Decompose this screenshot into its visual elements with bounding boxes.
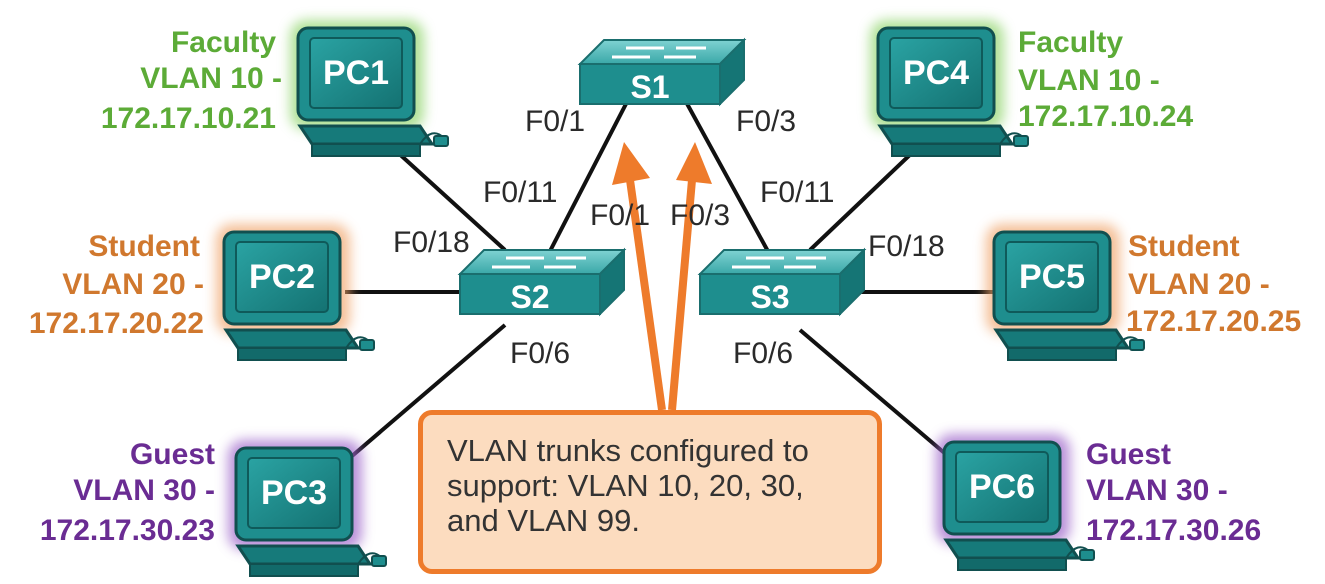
port-s2-f018: F0/18 [393, 226, 470, 259]
link-pc3-s2 [343, 323, 507, 464]
port-s2-f011: F0/11 [483, 176, 558, 209]
trunk-arrows [612, 142, 712, 411]
arrowhead-s1-s2 [612, 142, 650, 185]
pc2-vlan-label: Student VLAN 20 - 172.17.20.22 [29, 230, 204, 340]
trunk-callout-box: VLAN trunks configured to support: VLAN … [418, 410, 882, 574]
pc1-group: Faculty [171, 26, 276, 59]
link-pc6-s3 [798, 328, 957, 464]
switch-s1-label: S1 [630, 69, 669, 105]
pc1-label: PC1 [323, 54, 389, 92]
link-group [343, 99, 1000, 464]
arrow-s1-s2-trunk [626, 179, 666, 411]
pc6[interactable]: PC6 [936, 434, 1096, 572]
pc1-vlan-label: Faculty VLAN 10 - 172.17.10.21 [101, 26, 282, 135]
pc1-ip: 172.17.10.21 [101, 102, 276, 135]
pc2-ip: 172.17.20.22 [29, 307, 204, 340]
switch-s2[interactable]: S2 [458, 248, 626, 316]
pc5-vlan: VLAN 20 - [1128, 268, 1270, 301]
link-pc4-s3 [808, 148, 917, 252]
pc5-label: PC5 [1019, 258, 1085, 296]
pc3-ip: 172.17.30.23 [40, 514, 215, 547]
pc5-ip: 172.17.20.25 [1126, 305, 1301, 338]
pc5[interactable]: PC5 [986, 224, 1146, 362]
port-s3-f06: F0/6 [733, 337, 793, 370]
pc3-vlan: VLAN 30 - [73, 474, 215, 507]
port-arrow-f03: F0/3 [670, 199, 730, 232]
switch-s1[interactable]: S1 [578, 38, 746, 106]
port-s3-f011: F0/11 [760, 176, 835, 209]
pc4-ip: 172.17.10.24 [1018, 100, 1193, 133]
pc3-vlan-label: Guest VLAN 30 - 172.17.30.23 [40, 438, 215, 547]
pc4[interactable]: PC4 [870, 20, 1030, 158]
port-s2-f06: F0/6 [510, 337, 570, 370]
pc3-label: PC3 [261, 474, 327, 512]
pc6-label: PC6 [969, 468, 1035, 506]
pc2[interactable]: PC2 [216, 224, 376, 362]
link-pc1-s2 [393, 148, 507, 252]
pc2-group: Student [88, 230, 200, 263]
pc1-vlan: VLAN 10 - [140, 62, 282, 95]
pc1[interactable]: PC1 [290, 20, 450, 158]
pc5-group: Student [1128, 230, 1240, 263]
pc6-group: Guest [1086, 438, 1171, 471]
pc6-vlan: VLAN 30 - [1086, 474, 1228, 507]
pc4-label: PC4 [903, 54, 969, 92]
link-s1-s2 [546, 99, 630, 256]
pc2-label: PC2 [249, 258, 315, 296]
pc6-ip: 172.17.30.26 [1086, 514, 1261, 547]
port-arrow-f01: F0/1 [590, 199, 650, 232]
pc3[interactable]: PC3 [228, 440, 388, 578]
arrow-s1-s3-trunk [668, 179, 696, 411]
pc3-group: Guest [130, 438, 215, 471]
trunk-callout-text: VLAN trunks configured to support: VLAN … [447, 433, 809, 538]
pc6-vlan-label: Guest VLAN 30 - 172.17.30.26 [1086, 438, 1261, 547]
pc4-vlan-label: Faculty VLAN 10 - 172.17.10.24 [1018, 26, 1193, 133]
switch-s2-label: S2 [510, 279, 549, 315]
port-s1-f03: F0/3 [736, 105, 796, 138]
port-s3-f018: F0/18 [868, 230, 945, 263]
pc2-vlan: VLAN 20 - [62, 268, 204, 301]
port-s1-f01: F0/1 [525, 105, 585, 138]
pc5-vlan-label: Student VLAN 20 - 172.17.20.25 [1126, 230, 1301, 338]
switch-s3-label: S3 [750, 279, 789, 315]
pc4-group: Faculty [1018, 26, 1123, 59]
arrowhead-s1-s3 [676, 142, 712, 184]
pc4-vlan: VLAN 10 - [1018, 64, 1160, 97]
link-s1-s3 [683, 99, 772, 256]
switch-s3[interactable]: S3 [698, 248, 866, 316]
